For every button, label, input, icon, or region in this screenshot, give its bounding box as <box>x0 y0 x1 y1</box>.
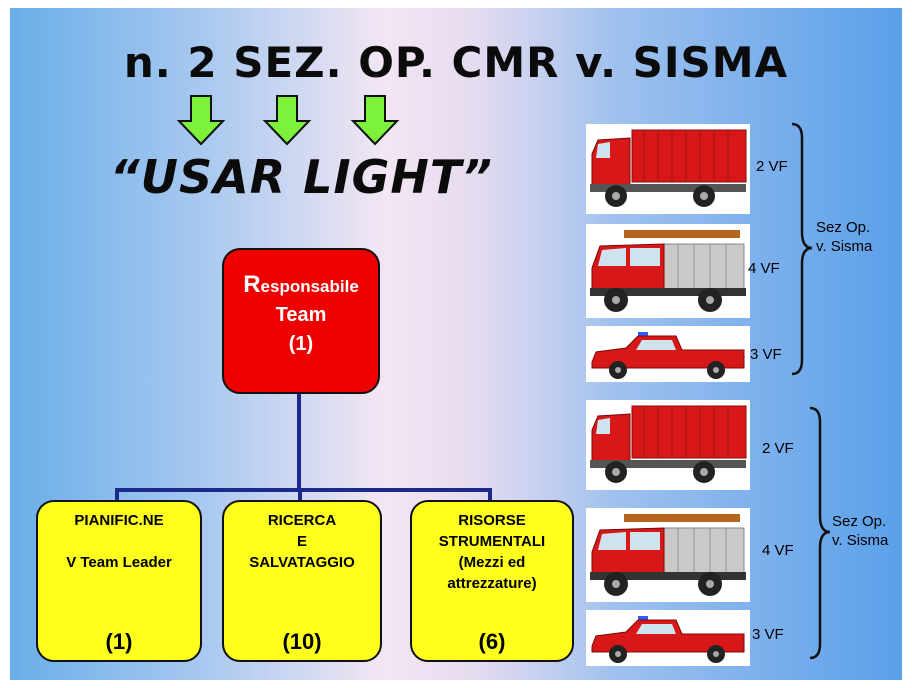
search-rescue-count: (10) <box>282 629 322 654</box>
search-rescue-line: RICERCA <box>267 512 337 529</box>
rescue-truck-icon <box>586 124 750 214</box>
crew-count: 4 VF <box>748 260 780 277</box>
planning-line: V Team Leader <box>66 554 172 571</box>
resources-line: RISORSE <box>458 512 526 529</box>
slide-subtitle: “USAR LIGHT” <box>110 150 493 204</box>
resources-line: attrezzature) <box>447 575 537 592</box>
fire-engine-icon <box>586 508 750 602</box>
down-arrow-icon <box>176 95 226 146</box>
org-chart-connectors <box>115 390 492 502</box>
planning-line: PIANIFIC.NE <box>74 512 164 529</box>
leader-title: Responsabile <box>243 271 359 298</box>
search-rescue-line: SALVATAGGIO <box>249 554 355 571</box>
crew-count: 3 VF <box>750 346 782 363</box>
search-rescue-box: RICERCA E SALVATAGGIO (10) <box>222 500 382 662</box>
resources-line: STRUMENTALI <box>438 533 546 550</box>
leader-title-line2: Team <box>275 304 327 326</box>
crew-count: 4 VF <box>762 542 794 559</box>
down-arrow-icon <box>350 95 400 146</box>
rescue-truck-icon <box>586 400 750 490</box>
planning-box: PIANIFIC.NE V Team Leader (1) <box>36 500 202 662</box>
planning-count: (1) <box>105 629 133 654</box>
pickup-truck-icon <box>586 326 750 382</box>
search-rescue-line: E <box>296 533 307 550</box>
pickup-truck-icon <box>586 610 750 666</box>
leader-count: (1) <box>288 333 314 355</box>
down-arrow-icon <box>262 95 312 146</box>
slide-canvas: n. 2 SEZ. OP. CMR v. SISMA “USAR LIGHT” … <box>10 8 902 680</box>
slide-title: n. 2 SEZ. OP. CMR v. SISMA <box>123 38 789 87</box>
section-brace <box>809 406 831 660</box>
resources-box: RISORSE STRUMENTALI (Mezzi ed attrezzatu… <box>410 500 574 662</box>
section-label: Sez Op. v. Sisma <box>816 219 873 255</box>
section-brace <box>791 122 813 376</box>
fire-engine-icon <box>586 224 750 318</box>
crew-count: 2 VF <box>756 158 788 175</box>
section-label: Sez Op. v. Sisma <box>832 513 889 549</box>
team-leader-box: Responsabile Team (1) <box>222 248 380 394</box>
crew-count: 2 VF <box>762 440 794 457</box>
resources-count: (6) <box>478 629 506 654</box>
crew-count: 3 VF <box>752 626 784 643</box>
resources-line: (Mezzi ed <box>458 554 526 571</box>
planning-line <box>38 531 200 552</box>
